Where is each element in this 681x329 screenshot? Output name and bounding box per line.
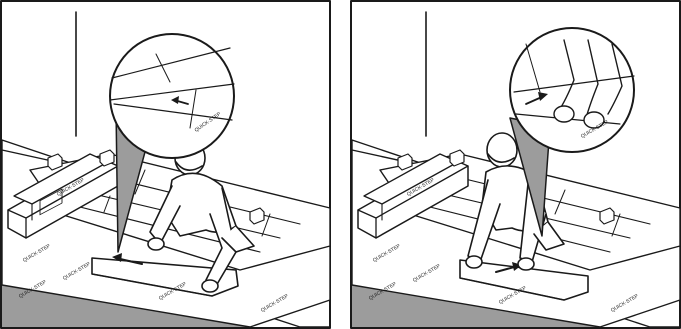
spacer-wedge — [249, 207, 265, 225]
push-arrow-head — [112, 253, 122, 262]
plank-joint — [103, 195, 111, 213]
spacer-wedge — [47, 153, 63, 171]
plank-joint — [611, 213, 621, 237]
plank-joint — [261, 213, 271, 237]
installer-hand — [147, 237, 165, 251]
new-plank — [459, 259, 589, 301]
magnifier-circle — [109, 33, 235, 159]
box-label — [39, 188, 63, 216]
panel-left-step: QUICK·STEP — [0, 0, 331, 329]
installer-hand — [465, 255, 483, 269]
spacer-wedge — [449, 149, 465, 167]
left-step-drawing: QUICK·STEP — [0, 0, 331, 329]
installer-figure — [147, 140, 255, 293]
spacer-wedge — [397, 153, 413, 171]
spacer-wedge — [599, 207, 615, 225]
spacer-wedge — [99, 149, 115, 167]
installer-hand — [517, 257, 535, 271]
plank-joint — [134, 169, 146, 195]
installer-figure — [465, 132, 565, 271]
panel-right-step: QUICK·STEP — [350, 0, 681, 329]
plank-joint — [554, 189, 566, 215]
installer-hand — [201, 279, 219, 293]
installer-leg — [221, 225, 255, 253]
right-step-drawing: QUICK·STEP — [350, 0, 681, 329]
